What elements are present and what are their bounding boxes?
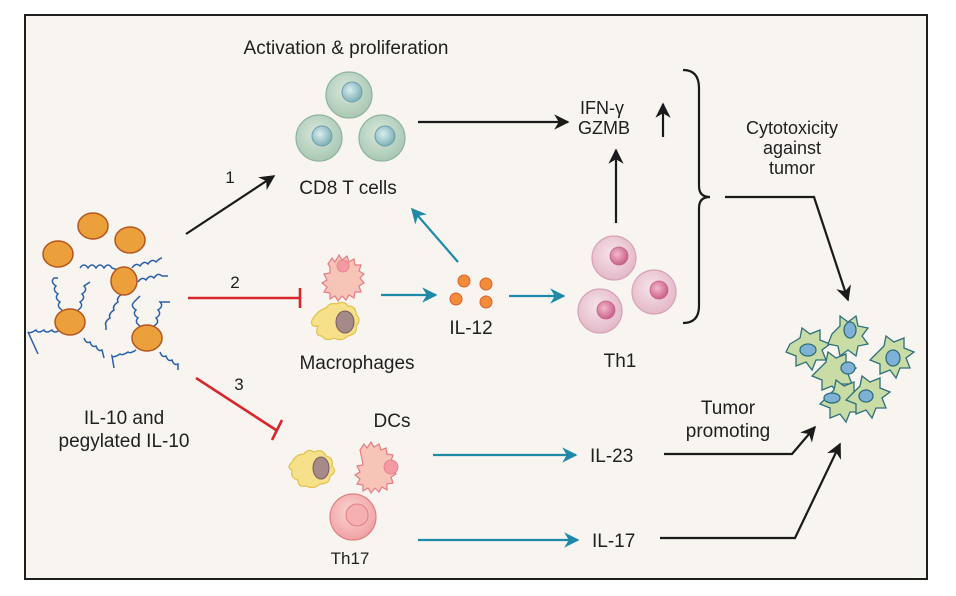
dc-yellow [288, 449, 336, 489]
th1-cell [591, 235, 637, 281]
tumor-promoting-line2: promoting [686, 421, 771, 442]
dcs-label: DCs [374, 411, 411, 432]
pathway-3-inhibition [195, 376, 277, 432]
peg-chain [83, 337, 105, 359]
il12-molecule [457, 274, 471, 288]
inhibition-bar-icon [270, 419, 284, 441]
th1-cell [631, 269, 677, 315]
arrow-cytotoxicity-to-tumor [725, 195, 851, 302]
peg-chain [77, 281, 91, 311]
macrophages-label: Macrophages [299, 353, 414, 374]
th17-label: Th17 [331, 549, 370, 568]
cd8-t-cell [325, 71, 373, 119]
il10-molecule [54, 308, 86, 336]
cytotoxicity-brace [682, 68, 711, 325]
tumor-cell [827, 314, 870, 358]
il12-molecule [479, 295, 493, 309]
tumor-cell [785, 326, 832, 372]
macrophage-pink [320, 253, 365, 303]
dc-pink [353, 440, 399, 495]
arrow-il17-to-tumor [660, 442, 841, 540]
il10-particles [27, 257, 179, 370]
il17-label: IL-17 [592, 531, 635, 552]
cd8-label: CD8 T cells [299, 178, 397, 199]
diagram-frame [24, 14, 928, 580]
il10-proteins [42, 212, 163, 352]
peg-chain [104, 293, 123, 330]
pathway-1-arrow [185, 175, 276, 235]
th1-cell [577, 288, 623, 334]
peg-chain [79, 264, 125, 273]
peg-chain [51, 277, 63, 311]
il12-label: IL-12 [449, 318, 492, 339]
arrow-il12-to-cd8 [410, 207, 459, 263]
cd8-t-cell [358, 114, 406, 162]
pathway-1-number: 1 [225, 168, 234, 187]
pathway-2-number: 2 [230, 273, 239, 292]
il10-molecule [114, 226, 146, 254]
peg-chain [137, 273, 168, 283]
cd8-t-cell [295, 114, 343, 162]
tumor-cell [818, 378, 866, 424]
peg-chain [131, 295, 141, 327]
il10-molecule [110, 266, 138, 296]
tumor-cell [810, 350, 858, 396]
il10-molecule [77, 212, 109, 240]
il10-label-line2: pegylated IL-10 [59, 431, 190, 452]
title: Activation & proliferation [244, 38, 449, 59]
il10-molecule [42, 240, 74, 268]
peg-chain [153, 301, 170, 327]
pathway-3-number: 3 [234, 375, 243, 394]
cytotoxicity-label-line2: against [763, 138, 821, 158]
cytotoxicity-label-line3: tumor [769, 158, 815, 178]
th1-cell-cluster [577, 235, 677, 334]
th1-label: Th1 [604, 351, 637, 372]
il10-label-line1: IL-10 and [84, 408, 164, 429]
arrow-il23-to-tumor [664, 425, 816, 456]
tumor-cell-cluster [785, 314, 916, 424]
il10-molecule [131, 324, 163, 352]
peg-chain [131, 257, 163, 269]
gzmb-label: GZMB [578, 118, 630, 138]
tumor-promoting-line1: Tumor [701, 398, 756, 419]
peg-chain [27, 328, 61, 355]
tumor-cell [868, 334, 916, 380]
ifn-gamma-label: IFN-γ [580, 98, 624, 118]
cytotoxicity-label-line1: Cytotoxicity [746, 118, 838, 138]
il12-cytokines [449, 274, 493, 309]
macrophage-yellow [311, 301, 360, 341]
tumor-cell [844, 374, 892, 420]
il23-label: IL-23 [590, 446, 633, 467]
cd8-t-cell-cluster [295, 71, 406, 162]
il12-molecule [449, 292, 463, 306]
peg-chain [110, 349, 137, 369]
th17-cell [329, 493, 377, 541]
peg-chain [159, 351, 179, 370]
il12-molecule [479, 277, 493, 291]
